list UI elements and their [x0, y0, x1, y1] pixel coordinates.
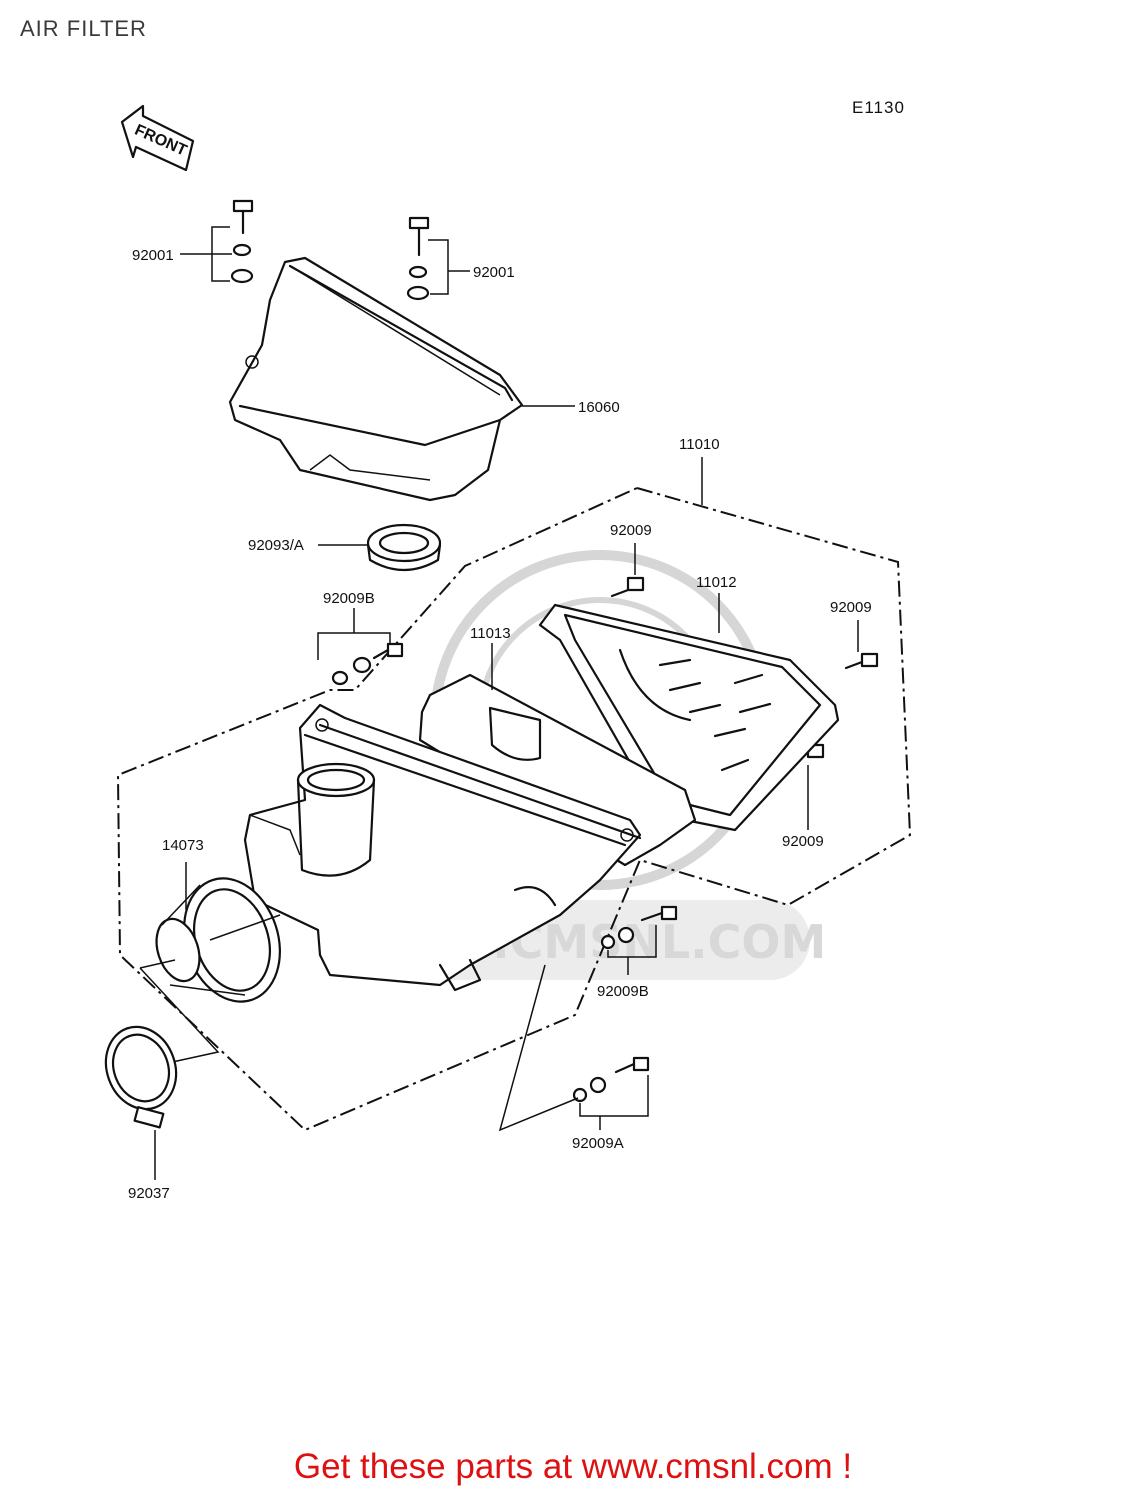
callout-92001-left: 92001 — [132, 247, 174, 264]
callout-11013: 11013 — [470, 625, 511, 642]
callout-11012: 11012 — [696, 574, 737, 591]
bolt-washer-stack-left — [180, 199, 254, 284]
callout-92001-right: 92001 — [473, 264, 515, 281]
screw-set-92009B-bottom — [600, 905, 678, 975]
diagram-code: E1130 — [852, 98, 905, 117]
page-title: AIR FILTER — [20, 16, 147, 41]
screw-set-92009B-top — [317, 608, 404, 686]
callout-92009-right: 92009 — [830, 599, 872, 616]
callout-11010: 11010 — [679, 436, 720, 453]
footer-parts-link[interactable]: Get these parts at www.cmsnl.com ! — [293, 1447, 853, 1486]
callout-92009-lower: 92009 — [782, 833, 824, 850]
intake-duct-14073 — [139, 862, 281, 1069]
callout-92009-top: 92009 — [610, 522, 652, 539]
screw-set-92009A — [498, 964, 650, 1132]
callout-92009A: 92009A — [572, 1135, 624, 1152]
assembly-outline-11010 — [116, 486, 912, 1132]
front-arrow-icon: FRONT — [120, 104, 195, 172]
cleaner-cover-16060 — [228, 256, 575, 502]
screw-92009-top — [610, 543, 645, 598]
callout-14073: 14073 — [162, 837, 204, 854]
callout-92037: 92037 — [128, 1185, 170, 1202]
callout-16060: 16060 — [578, 399, 620, 416]
element-frame-11012 — [538, 593, 840, 832]
callout-92093A: 92093/A — [248, 537, 304, 554]
grommet-92093A — [318, 523, 442, 571]
air-cleaner-housing — [243, 703, 642, 992]
hose-clamp-92037 — [104, 1025, 178, 1180]
screw-92009-right — [844, 620, 879, 670]
callout-92009B-top: 92009B — [323, 590, 375, 607]
bolt-washer-stack-right — [406, 216, 470, 301]
callout-92009B-bottom: 92009B — [597, 983, 649, 1000]
